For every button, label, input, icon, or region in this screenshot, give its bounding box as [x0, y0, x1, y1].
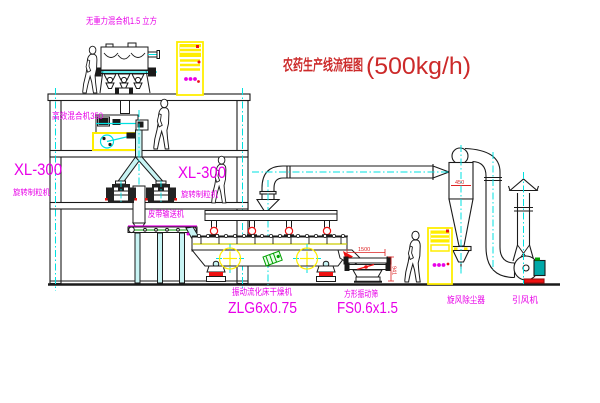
label-granulator-name-right: 旋转制粒机	[181, 189, 218, 199]
label-cyclone: 旋风除尘器	[447, 294, 485, 305]
label-belt: 皮带输送机	[148, 208, 184, 219]
gravity-free-mixer	[94, 42, 160, 114]
sieve-dimensions	[346, 249, 394, 282]
label-dryer-name: 振动流化床干燥机	[232, 286, 292, 297]
worker-second-floor	[153, 98, 170, 150]
dryer-crosshair-right	[293, 244, 321, 273]
control-cabinet-top	[176, 41, 204, 96]
dryer-crosshair-left	[216, 244, 244, 273]
label-sieve-model: FS0.6x1.5	[337, 300, 398, 317]
label-top-mixer: 无重力混合机1.5 立方	[86, 15, 157, 26]
label-mixer2: 高效混合机350	[52, 110, 103, 121]
frame-centerlines	[55, 88, 243, 291]
worker-ground	[404, 230, 421, 283]
worker-top-floor	[82, 45, 98, 94]
high-efficiency-mixer	[92, 114, 149, 151]
label-dryer-model: ZLG6x0.75	[228, 300, 297, 317]
square-vibrating-sieve	[343, 256, 392, 283]
dim-sieve-height: 941	[391, 266, 397, 275]
title-cn: 农药生产线流程图	[282, 56, 363, 74]
svg-text:450: 450	[455, 180, 464, 186]
label-granulator-model-right: XL-300	[178, 163, 226, 182]
granulator-unit-right	[145, 181, 177, 204]
dryer-motor-box	[262, 250, 283, 267]
granulator-unit-left	[105, 181, 137, 204]
induced-draft-fan	[507, 178, 546, 284]
label-granulator-model-left: XL-300	[14, 160, 62, 179]
label-granulator-name-left: 旋转制粒机	[13, 187, 50, 197]
fluid-bed-dryer	[190, 210, 351, 282]
exhaust-duct	[255, 164, 451, 212]
title-capacity: (500kg/h)	[366, 53, 471, 80]
label-fan: 引风机	[512, 294, 538, 305]
label-sieve-name: 方形振动筛	[344, 288, 378, 299]
control-cabinet-ground	[427, 227, 453, 285]
dim-sieve-width: 1500	[358, 247, 370, 253]
